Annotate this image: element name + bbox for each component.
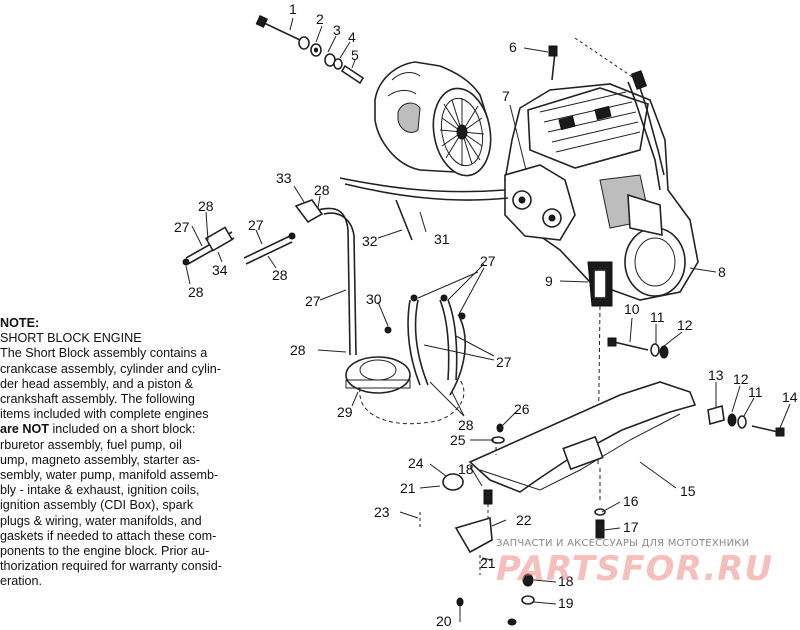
callout-label: 24 [408,455,424,471]
callout-label: 1 [289,1,297,17]
note-line: The Short Block assembly contains a [0,346,208,361]
callout-label: 12 [733,371,749,387]
pin-part [395,199,413,241]
note-line: der head assembly, and a piston & [0,376,193,391]
callout-label: 30 [366,291,382,307]
washer-part [298,36,310,50]
callout-label: 27 [480,253,496,269]
callout-label: 27 [496,354,512,370]
spark-plug-wire-part [548,37,665,191]
note-heading: NOTE: [0,316,40,330]
fuel-pump-part [345,356,465,425]
callout-label: 28 [272,267,288,283]
fuel-line-part [294,199,357,356]
callout-label: 34 [212,262,228,278]
callout-label: 6 [509,39,517,55]
note-line: are NOT included on a short block: [0,422,292,437]
note-line: eration. [0,574,43,589]
callout-label: 11 [748,384,763,400]
sleeve-part [340,64,365,85]
callout-label: 14 [782,389,798,405]
callout-label: 23 [374,504,390,520]
callout-label: 3 [333,22,341,38]
callout-label: 2 [316,11,324,27]
nut-part [324,53,343,70]
bolt-part [255,15,301,41]
spacer-part [707,404,785,437]
callout-label: 25 [450,432,466,448]
callout-label: 22 [516,512,532,528]
fuel-filter-part [182,226,296,266]
callout-label: 21 [400,480,416,496]
note-line-rest: included on a short block: [52,422,196,437]
fastener-part [491,423,606,539]
callout-labels: 1 2 3 4 5 6 7 8 9 10 11 12 13 12 11 14 1… [174,1,798,629]
note-line: gaskets if needed to attach these com- [0,528,217,543]
washer-part [310,43,322,57]
callout-label: 28 [290,342,306,358]
callout-label: 19 [558,595,574,611]
callout-label: 5 [351,47,359,63]
note-line: plugs & wiring, water manifolds, and [0,513,202,528]
callout-label: 28 [188,284,204,300]
callout-label: 4 [348,29,356,45]
note-line: thorization required for warranty consid… [0,559,222,574]
callout-label: 9 [545,273,553,289]
callout-label: 28 [198,198,214,214]
callout-label: 29 [337,404,353,420]
watermark: ЗАПЧАСТИ И АКСЕССУАРЫ ДЛЯ МОТОТЕХНИКИ PA… [496,538,796,587]
callout-label: 26 [514,401,530,417]
callout-label: 27 [305,293,321,309]
throttle-cable-part [339,177,509,201]
callout-label: 28 [458,417,474,433]
note-line: ignition assembly (CDI Box), spark [0,498,194,513]
callout-label: 13 [708,367,724,383]
watermark-logo: PARTSFOR.RU [496,549,774,589]
note-line: ponents to the engine block. Prior au- [0,544,210,559]
callout-label: 15 [680,483,696,499]
fuel-hose-part [384,294,466,396]
note-line: bly - intake & exhaust, ignition coils, [0,483,200,498]
watermark-caption: ЗАПЧАСТИ И АКСЕССУАРЫ ДЛЯ МОТОТЕХНИКИ [496,538,750,549]
skid-plate-part [468,381,697,493]
note-line: ump, magneto assembly, starter as- [0,452,200,467]
short-block-note: NOTE: SHORT BLOCK ENGINE The Short Block… [0,316,292,590]
callout-label: 27 [174,219,190,235]
callout-label: 31 [434,231,450,247]
fan-housing-part [374,61,492,177]
callout-label: 21 [480,555,496,571]
callout-label: 18 [458,461,474,477]
bolt-part [607,337,669,359]
note-emphasis: are NOT [0,422,49,437]
callout-label: 10 [624,301,640,317]
leader-lines [185,17,791,622]
callout-label: 28 [314,182,330,198]
callout-label: 12 [677,317,693,333]
callout-label: 32 [362,233,378,249]
engine-mount-part [587,261,613,466]
note-line: sembly, water pump, manifold assemb- [0,468,219,483]
callout-label: 11 [650,309,665,325]
callout-label: 7 [502,88,510,104]
callout-label: 27 [248,217,264,233]
note-line: crankshaft assembly. The following [0,392,195,407]
callout-label: 17 [623,519,639,535]
bracket-part [419,473,535,626]
callout-label: 20 [436,613,452,629]
note-line: items included with complete engines [0,407,209,422]
carburetor-part [504,164,576,241]
callout-label: 8 [718,264,726,280]
callout-label: 18 [558,573,574,589]
note-line: SHORT BLOCK ENGINE [0,331,142,346]
callout-label: 33 [276,170,292,186]
note-line: rburetor assembly, fuel pump, oil [0,437,182,452]
callout-label: 16 [623,493,639,509]
note-line: crankcase assembly, cylinder and cylin- [0,361,221,376]
